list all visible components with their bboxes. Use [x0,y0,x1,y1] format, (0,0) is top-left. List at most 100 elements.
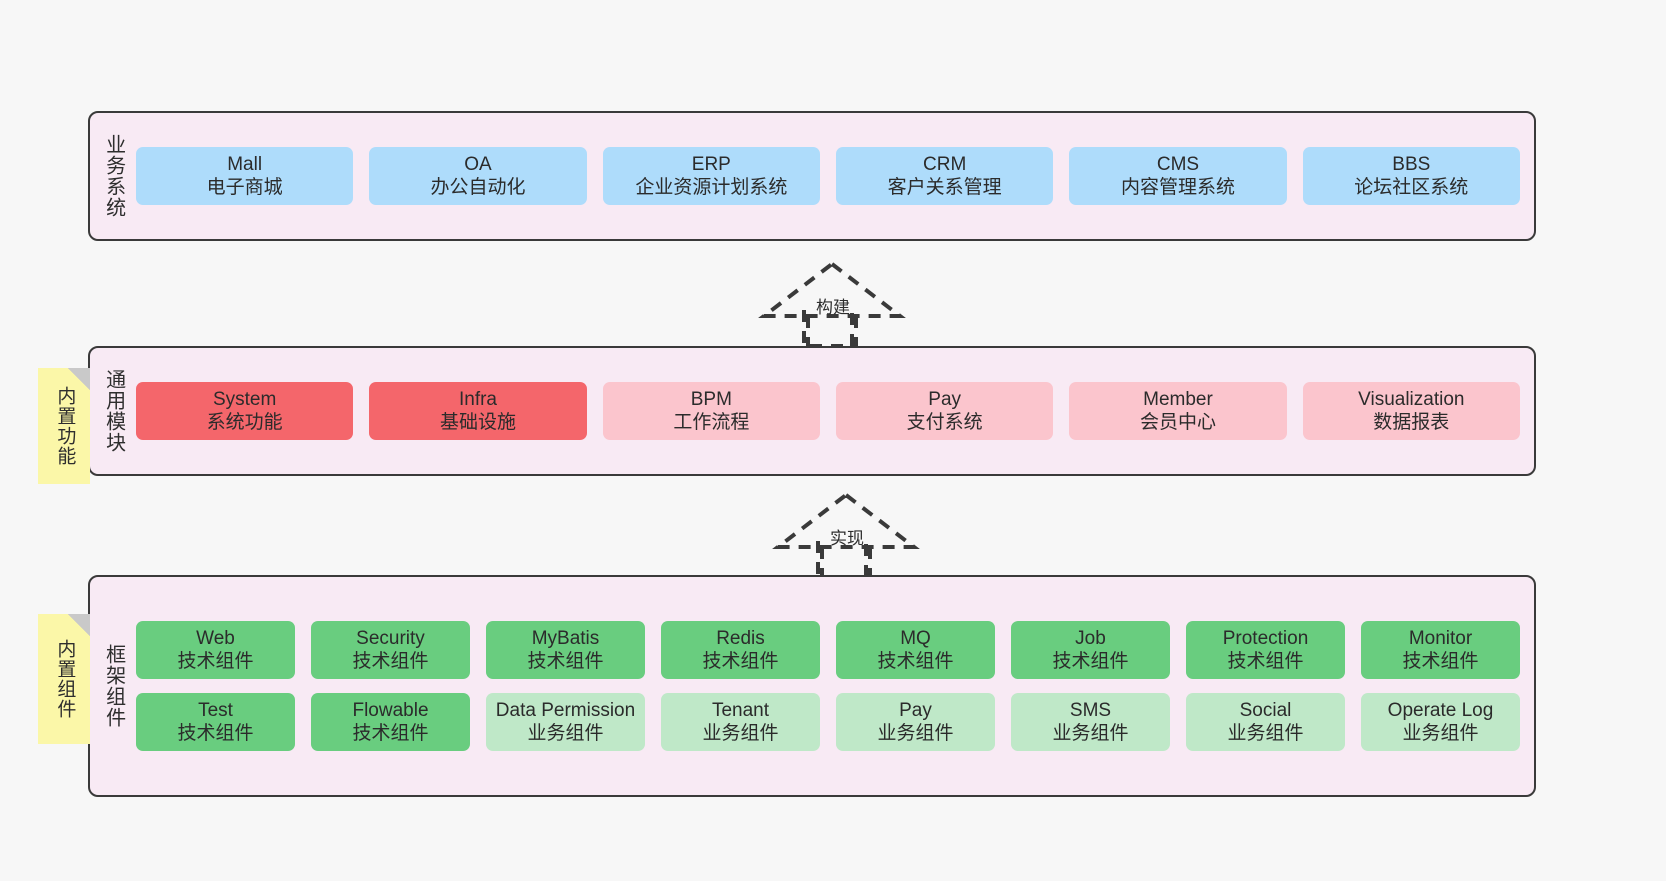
sticky-note-text: 内置组件 [54,639,76,719]
card-monitor[interactable]: Monitor 技术组件 [1361,620,1520,679]
layer-body-business-system: Mall 电子商城 OA 办公自动化 ERP 企业资源计划系统 CRM 客户关系… [136,113,1534,239]
card-flowable[interactable]: Flowable 技术组件 [311,693,470,752]
card-subtitle: 技术组件 [1052,650,1129,672]
card-title: SMS [1069,700,1112,721]
card-row: Mall 电子商城 OA 办公自动化 ERP 企业资源计划系统 CRM 客户关系… [136,146,1520,206]
card-erp[interactable]: ERP 企业资源计划系统 [602,146,820,206]
card-subtitle: 业务组件 [1227,723,1304,745]
card-subtitle: 数据报表 [1373,412,1450,433]
build-connector-label: 构建 [816,298,850,317]
card-member[interactable]: Member 会员中心 [1069,381,1287,441]
card-subtitle: 技术组件 [1402,650,1479,672]
card-subtitle: 企业资源计划系统 [635,177,788,198]
triangle-head-icon [758,261,906,318]
layer-title-framework-component: 框架组件 [102,644,125,728]
card-web[interactable]: Web 技术组件 [136,620,295,679]
layer-business-system[interactable]: 业务系统 Mall 电子商城 OA 办公自动化 ERP 企业资源计划系统 CRM… [88,111,1536,241]
layer-framework-component[interactable]: 框架组件 Web 技术组件 Security 技术组件 MyBatis 技术组件… [88,575,1536,797]
card-infra[interactable]: Infra 基础设施 [369,381,587,441]
card-crm[interactable]: CRM 客户关系管理 [835,146,1054,206]
card-subtitle: 业务组件 [1402,723,1479,745]
card-test[interactable]: Test 技术组件 [136,693,295,752]
card-pay-business[interactable]: Pay 业务组件 [836,693,995,752]
card-title: Security [356,627,425,649]
card-subtitle: 技术组件 [177,723,254,745]
card-subtitle: 内容管理系统 [1120,177,1235,198]
card-protection[interactable]: Protection 技术组件 [1186,620,1345,679]
card-subtitle: 论坛社区系统 [1354,177,1469,198]
card-bpm[interactable]: BPM 工作流程 [602,381,820,441]
sticky-note-builtin-function: 内置功能 [38,368,90,484]
card-social[interactable]: Social 业务组件 [1186,693,1345,752]
card-title: Infra [458,388,497,410]
card-subtitle: 技术组件 [352,723,429,745]
card-subtitle: 会员中心 [1139,412,1216,433]
card-title: Operate Log [1387,700,1494,721]
card-title: Web [196,627,235,649]
build-connector [752,256,912,346]
card-title: Redis [716,627,765,649]
card-title: Monitor [1408,627,1473,649]
card-title: Data Permission [495,700,636,721]
card-title: Visualization [1358,388,1465,410]
card-title: Pay [928,388,962,410]
card-subtitle: 业务组件 [1052,723,1129,745]
card-mybatis[interactable]: MyBatis 技术组件 [486,620,645,679]
sticky-note-builtin-component: 内置组件 [38,614,90,744]
card-cms[interactable]: CMS 内容管理系统 [1069,146,1287,206]
card-subtitle: 客户关系管理 [887,177,1002,198]
card-system[interactable]: System 系统功能 [136,381,354,441]
card-title: Social [1239,700,1292,721]
card-title: Mall [227,153,263,175]
card-title: Test [198,700,233,721]
card-subtitle: 业务组件 [527,723,604,745]
card-title: MyBatis [531,627,600,649]
card-oa[interactable]: OA 办公自动化 [369,146,587,206]
card-sms[interactable]: SMS 业务组件 [1011,693,1170,752]
card-row: System 系统功能 Infra 基础设施 BPM 工作流程 Pay 支付系统… [136,381,1520,441]
card-subtitle: 电子商城 [206,177,283,198]
card-subtitle: 支付系统 [906,412,983,433]
card-bbs[interactable]: BBS 论坛社区系统 [1302,146,1520,206]
card-title: ERP [691,153,731,175]
layer-body-framework-component: Web 技术组件 Security 技术组件 MyBatis 技术组件 Redi… [136,577,1534,795]
card-title: BPM [690,388,732,410]
card-tenant[interactable]: Tenant 业务组件 [661,693,820,752]
card-title: Job [1075,627,1106,649]
card-title: Pay [899,700,932,721]
triangle-head-icon [772,492,920,549]
card-subtitle: 技术组件 [177,650,254,672]
card-visualization[interactable]: Visualization 数据报表 [1302,381,1520,441]
folded-corner-icon [68,368,90,390]
layer-common-module[interactable]: 通用模块 System 系统功能 Infra 基础设施 BPM 工作流程 Pay… [88,346,1536,476]
card-subtitle: 业务组件 [877,723,954,745]
card-title: Protection [1222,627,1309,649]
card-subtitle: 办公自动化 [430,177,526,198]
card-title: Flowable [352,700,429,721]
card-mq[interactable]: MQ 技术组件 [836,620,995,679]
card-title: System [212,388,277,410]
card-title: Member [1143,388,1213,410]
card-operate-log[interactable]: Operate Log 业务组件 [1361,693,1520,752]
implement-connector-label: 实现 [830,529,864,548]
card-job[interactable]: Job 技术组件 [1011,620,1170,679]
card-subtitle: 工作流程 [673,412,750,433]
card-data-permission[interactable]: Data Permission 业务组件 [486,693,645,752]
card-row: Web 技术组件 Security 技术组件 MyBatis 技术组件 Redi… [136,620,1520,679]
card-subtitle: 技术组件 [1227,650,1304,672]
card-subtitle: 基础设施 [439,412,516,433]
layer-body-common-module: System 系统功能 Infra 基础设施 BPM 工作流程 Pay 支付系统… [136,348,1534,474]
card-row: Test 技术组件 Flowable 技术组件 Data Permission … [136,693,1520,752]
card-redis[interactable]: Redis 技术组件 [661,620,820,679]
card-title: CRM [923,153,967,175]
card-pay[interactable]: Pay 支付系统 [835,381,1054,441]
card-security[interactable]: Security 技术组件 [311,620,470,679]
card-mall[interactable]: Mall 电子商城 [136,146,354,206]
card-title: OA [464,153,492,175]
folded-corner-icon [68,614,90,636]
card-title: BBS [1392,153,1431,175]
layer-title-business-system: 业务系统 [102,134,125,218]
card-subtitle: 系统功能 [206,412,283,433]
card-title: MQ [900,627,931,649]
